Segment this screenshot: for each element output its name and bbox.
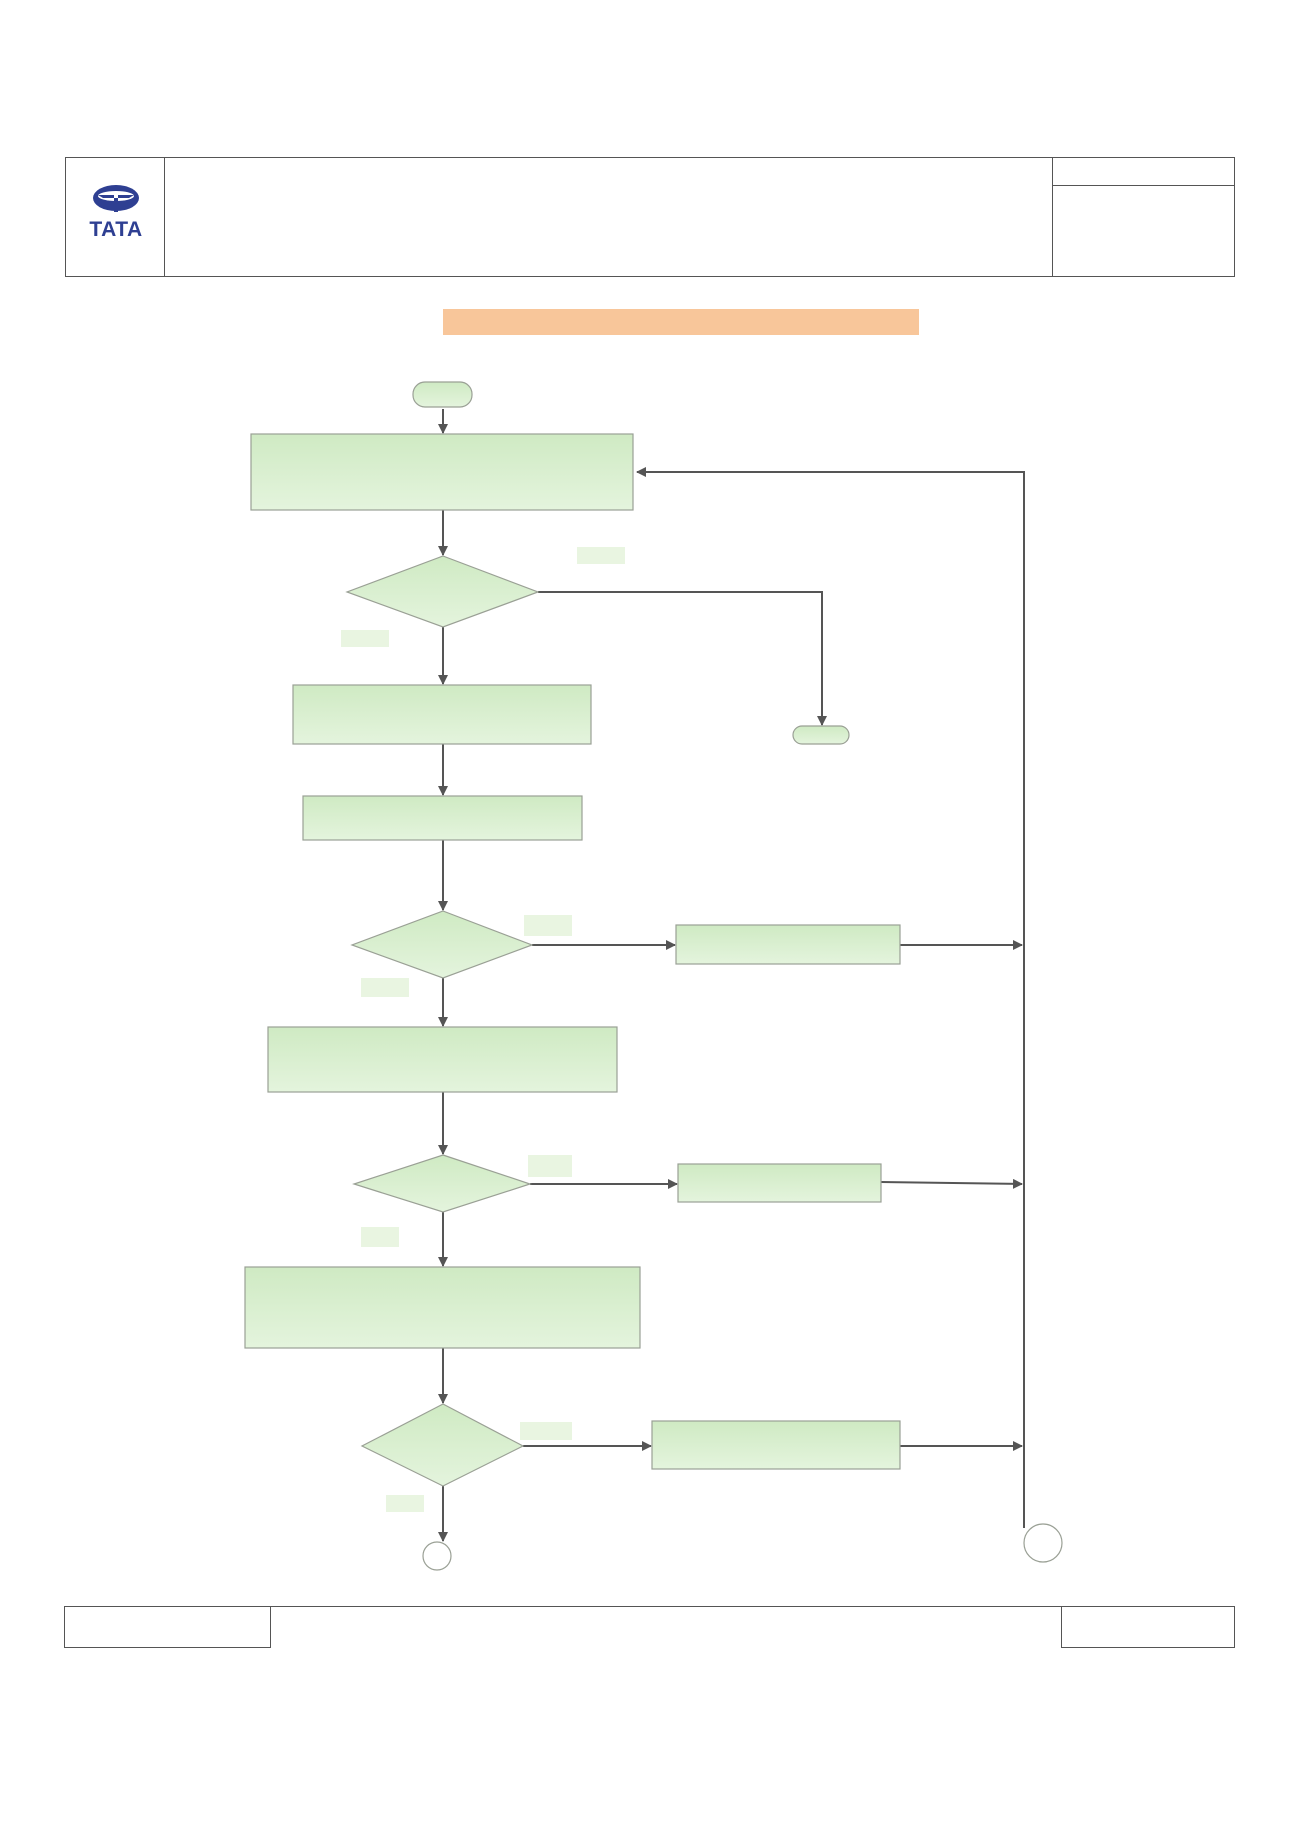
footer-divider	[271, 1606, 1061, 1607]
branch-label-chip	[386, 1495, 424, 1512]
logo-wordmark: TATA	[89, 218, 142, 241]
connector-return-loop	[636, 467, 1025, 1528]
process-4	[267, 1026, 618, 1093]
tata-logo: TATA	[89, 185, 142, 241]
end-terminator	[792, 725, 850, 745]
decision-2	[350, 910, 534, 979]
footer-right-cell	[1061, 1606, 1235, 1648]
connectors	[438, 409, 1025, 1542]
branch-label-chip	[524, 915, 572, 936]
branch-label-chip	[528, 1155, 572, 1177]
document-title-cell	[165, 158, 1053, 276]
process-5	[244, 1266, 641, 1349]
process-3	[302, 795, 583, 841]
document-meta-cell-top	[1053, 158, 1234, 186]
footer-left-cell	[64, 1606, 271, 1648]
branch-label-chip	[361, 1227, 399, 1247]
side-process-2	[677, 1163, 882, 1203]
decision-4	[360, 1403, 525, 1487]
branch-label-chip	[361, 978, 409, 997]
decision-1	[345, 555, 540, 628]
process-1	[250, 433, 634, 511]
side-process-1	[675, 924, 901, 965]
connector-bottom	[422, 1541, 452, 1571]
branch-label-chip	[341, 630, 389, 647]
connector-side-process-2-to-return	[880, 1178, 1023, 1189]
logo-cell: TATA	[66, 158, 165, 276]
section-title-banner	[443, 309, 919, 335]
decision-3	[352, 1154, 532, 1213]
document-header: TATA	[65, 157, 1235, 277]
branch-label-chip	[520, 1422, 572, 1440]
branch-label-chip	[577, 547, 625, 564]
side-process-3	[651, 1420, 901, 1470]
connector-right	[1023, 1523, 1063, 1563]
process-2	[292, 684, 592, 745]
start-terminator	[412, 381, 473, 408]
tata-emblem-icon	[93, 185, 139, 212]
connector-decision-1-to-end	[538, 591, 827, 726]
